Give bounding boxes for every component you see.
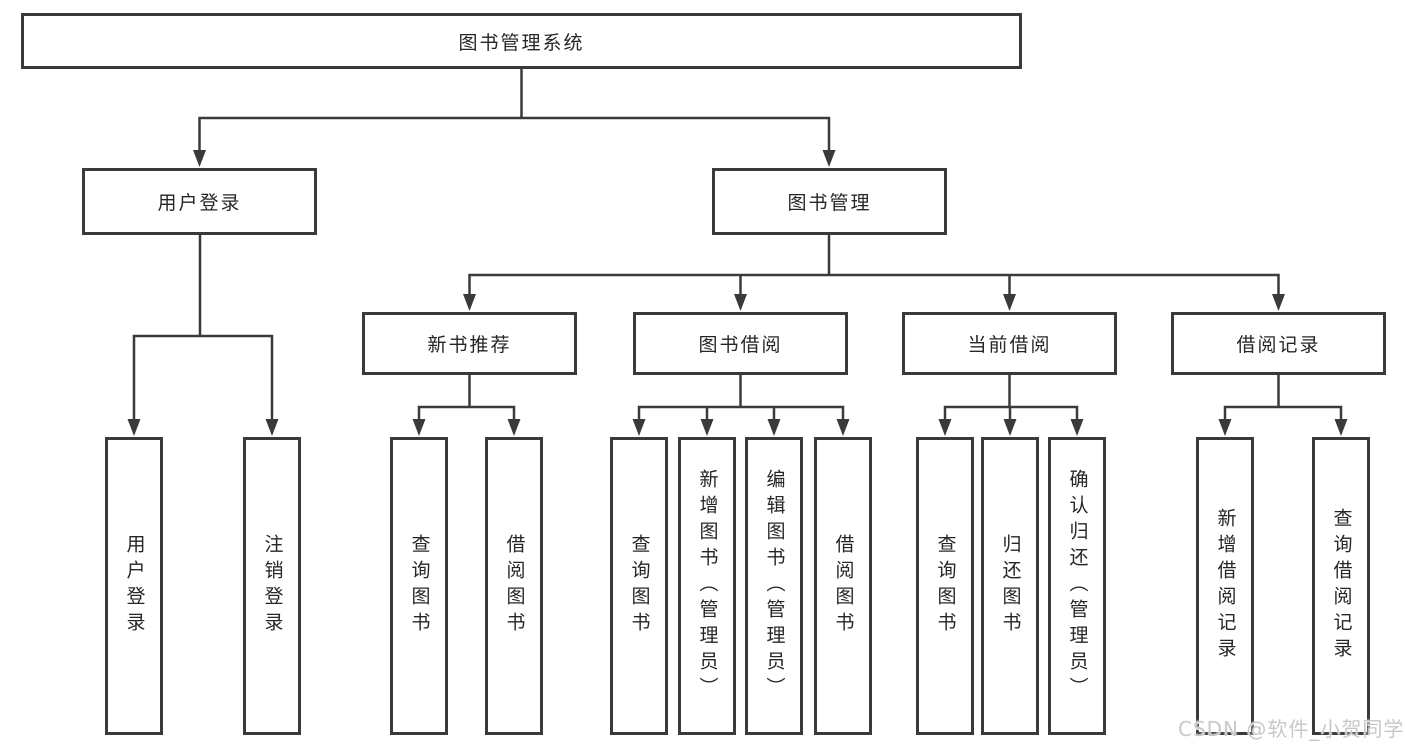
tree-edges xyxy=(132,67,1343,422)
node-root: 图书管理系统 xyxy=(21,13,1022,69)
node-current-borrow-label: 当前借阅 xyxy=(967,334,1052,356)
edge-records-to-leaves xyxy=(1223,373,1343,422)
arrowheads xyxy=(127,150,1348,436)
edge-borrow-to-leaves xyxy=(637,373,845,422)
edge-current-to-leaves xyxy=(943,373,1079,422)
watermark: CSDN @软件_小贺同学 xyxy=(1178,717,1405,741)
leaf-user-login-label: 用户登录 xyxy=(123,534,146,638)
leaf-borrow-edit-books-admin: 编辑图书（管理员） xyxy=(745,437,803,735)
arrowhead-icon xyxy=(700,419,714,436)
leaf-records-query-record-label: 查询借阅记录 xyxy=(1330,508,1353,664)
leaf-borrow-borrow-books: 借阅图书 xyxy=(814,437,872,735)
leaf-current-return-books: 归还图书 xyxy=(981,437,1039,735)
leaf-borrow-query-books: 查询图书 xyxy=(610,437,668,735)
leaf-borrow-edit-books-admin-label: 编辑图书（管理员） xyxy=(763,469,786,703)
leaf-user-login: 用户登录 xyxy=(105,437,163,735)
arrowhead-icon xyxy=(836,419,850,436)
arrowhead-icon xyxy=(507,419,521,436)
node-book-borrow: 图书借阅 xyxy=(633,312,848,375)
arrowhead-icon xyxy=(767,419,781,436)
leaf-borrow-borrow-books-label: 借阅图书 xyxy=(832,534,855,638)
leaf-borrow-add-books-admin-label: 新增图书（管理员） xyxy=(696,469,719,703)
edge-userlogin-to-leaves xyxy=(132,233,274,422)
arrowhead-icon xyxy=(1003,294,1016,311)
node-book-borrow-label: 图书借阅 xyxy=(698,334,783,356)
arrowhead-icon xyxy=(265,419,279,436)
arrowhead-icon xyxy=(1218,419,1232,436)
leaf-recommend-borrow-books-label: 借阅图书 xyxy=(503,534,526,638)
arrowhead-icon xyxy=(822,150,836,167)
arrowhead-icon xyxy=(1003,419,1017,436)
arrowhead-icon xyxy=(1070,419,1084,436)
leaf-current-confirm-return-admin: 确认归还（管理员） xyxy=(1048,437,1106,735)
leaf-current-query-books: 查询图书 xyxy=(916,437,974,735)
leaf-current-confirm-return-admin-label: 确认归还（管理员） xyxy=(1066,469,1089,703)
arrowhead-icon xyxy=(127,419,141,436)
leaf-recommend-borrow-books: 借阅图书 xyxy=(485,437,543,735)
arrowhead-icon xyxy=(632,419,646,436)
node-borrow-records: 借阅记录 xyxy=(1171,312,1386,375)
edge-bookmgmt-to-level3 xyxy=(468,233,1280,297)
arrowhead-icon xyxy=(1334,419,1348,436)
leaf-records-add-record-label: 新增借阅记录 xyxy=(1214,508,1237,664)
arrowhead-icon xyxy=(734,294,747,311)
leaf-borrow-query-books-label: 查询图书 xyxy=(628,534,651,638)
edge-recommend-to-leaves xyxy=(417,373,516,422)
node-book-management-label: 图书管理 xyxy=(787,192,872,214)
node-current-borrow: 当前借阅 xyxy=(902,312,1117,375)
node-new-book-recommend: 新书推荐 xyxy=(362,312,577,375)
arrowhead-icon xyxy=(193,150,206,167)
node-user-login-label: 用户登录 xyxy=(157,192,242,214)
leaf-logout-label: 注销登录 xyxy=(261,534,284,638)
node-root-label: 图书管理系统 xyxy=(458,31,585,54)
leaf-records-add-record: 新增借阅记录 xyxy=(1196,437,1254,735)
arrowhead-icon xyxy=(463,294,476,311)
node-user-login: 用户登录 xyxy=(82,168,317,235)
leaf-logout: 注销登录 xyxy=(243,437,301,735)
leaf-borrow-add-books-admin: 新增图书（管理员） xyxy=(678,437,736,735)
leaf-recommend-query-books: 查询图书 xyxy=(390,437,448,735)
leaf-current-query-books-label: 查询图书 xyxy=(934,534,957,638)
node-new-book-recommend-label: 新书推荐 xyxy=(427,334,512,356)
node-book-management: 图书管理 xyxy=(712,168,947,235)
leaf-current-return-books-label: 归还图书 xyxy=(999,534,1022,638)
arrowhead-icon xyxy=(412,419,426,436)
leaf-records-query-record: 查询借阅记录 xyxy=(1312,437,1370,735)
arrowhead-icon xyxy=(938,419,952,436)
edge-root-to-level2 xyxy=(198,67,831,153)
leaf-recommend-query-books-label: 查询图书 xyxy=(408,534,431,638)
arrowhead-icon xyxy=(1272,294,1285,311)
node-borrow-records-label: 借阅记录 xyxy=(1236,334,1321,356)
